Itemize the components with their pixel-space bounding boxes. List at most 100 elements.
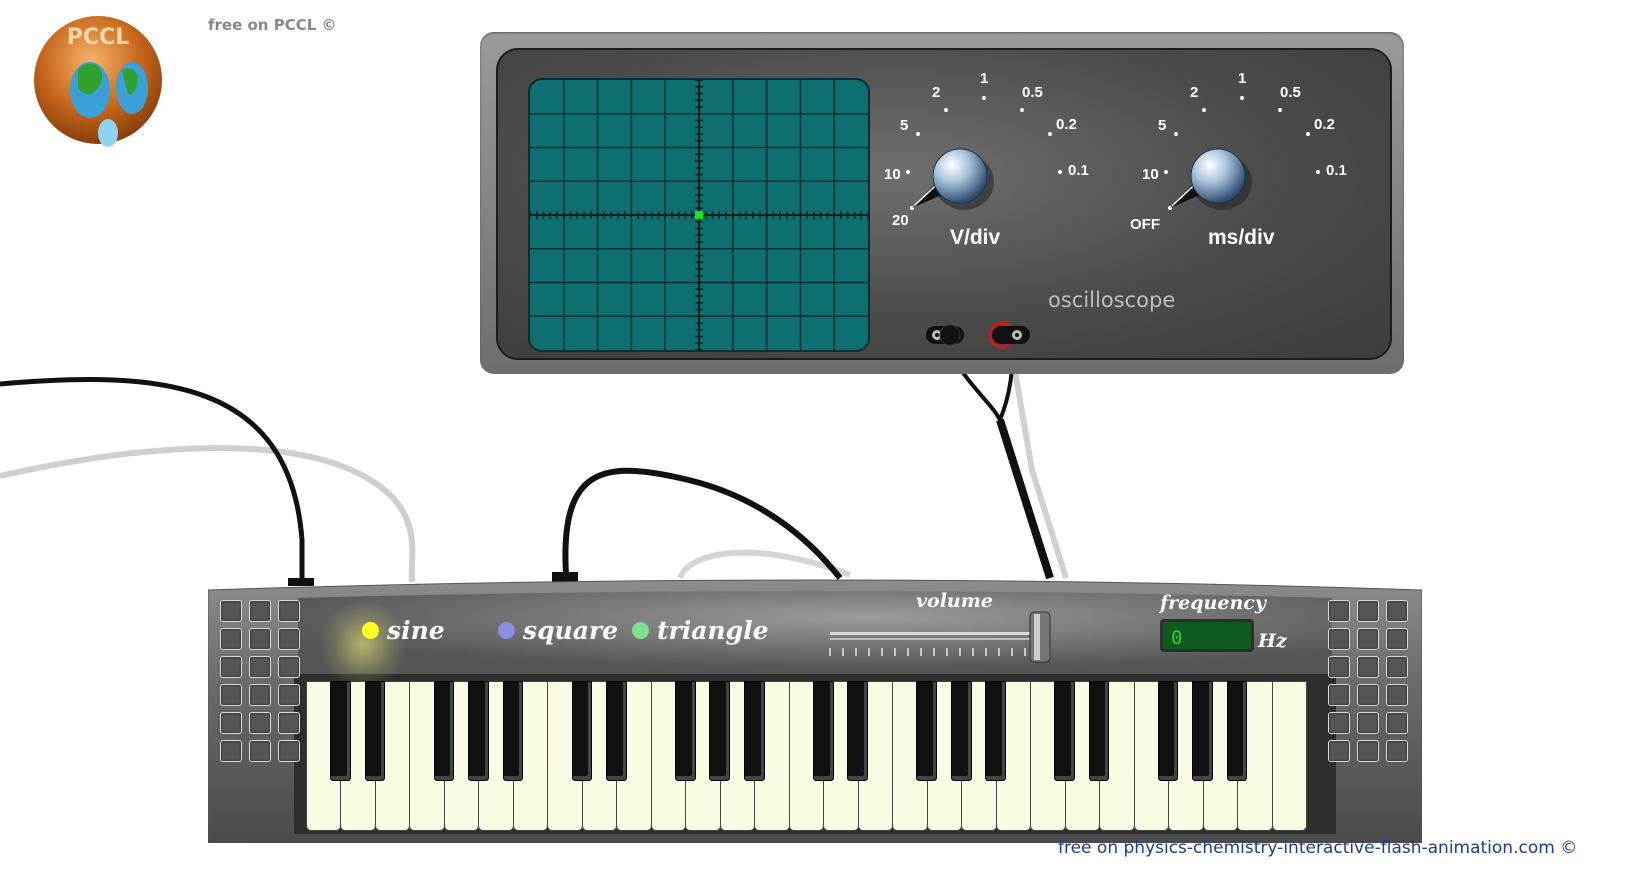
black-key[interactable] [847, 681, 869, 781]
right-pad-grid [1328, 600, 1408, 762]
pad [278, 740, 300, 762]
sine-indicator-icon [362, 622, 379, 639]
black-key[interactable] [606, 681, 627, 781]
vdiv-tick [1058, 170, 1062, 174]
pad [278, 656, 300, 678]
pad [249, 600, 271, 622]
black-key[interactable] [1157, 681, 1179, 781]
black-key[interactable] [433, 681, 455, 781]
pad [220, 600, 242, 622]
pad [1386, 656, 1408, 678]
sine-button[interactable]: sine [362, 616, 445, 645]
pad [220, 628, 242, 650]
black-key[interactable] [950, 681, 972, 781]
frequency-display: 0 [1160, 619, 1254, 652]
black-key[interactable] [709, 681, 731, 781]
pad [249, 712, 271, 734]
pad [1357, 656, 1379, 678]
msdiv-scale-1: 1 [1238, 70, 1247, 87]
vdiv-knob[interactable] [912, 138, 1012, 218]
black-key[interactable] [1054, 681, 1075, 781]
pad [1328, 684, 1350, 706]
msdiv-scale-2: 2 [1190, 84, 1199, 101]
globe-logo-icon: PCCL [34, 16, 162, 147]
pad [1357, 628, 1379, 650]
black-key[interactable] [1088, 681, 1110, 781]
msdiv-tick [1240, 96, 1244, 100]
vdiv-tick [944, 108, 948, 112]
volume-thumb[interactable] [1029, 611, 1051, 663]
pad [1357, 712, 1379, 734]
black-key[interactable] [1226, 681, 1248, 781]
black-key[interactable] [1192, 681, 1213, 781]
pad [1386, 712, 1408, 734]
pad [1386, 600, 1408, 622]
pad [1328, 656, 1350, 678]
pad [278, 684, 300, 706]
black-jack-icon[interactable] [924, 320, 966, 350]
frequency-label: frequency [1160, 592, 1266, 614]
black-key[interactable] [985, 681, 1006, 781]
frequency-unit-label: Hz [1258, 630, 1287, 652]
pad [1328, 740, 1350, 762]
trace-dot [695, 211, 703, 219]
pad [220, 740, 242, 762]
piano-keys [306, 681, 1307, 833]
vdiv-scale-5: 5 [900, 117, 909, 134]
sine-glow [318, 600, 408, 690]
black-key[interactable] [364, 681, 386, 781]
square-button[interactable]: square [498, 616, 618, 645]
black-key[interactable] [571, 681, 593, 781]
vdiv-scale-10: 10 [884, 166, 901, 183]
black-key[interactable] [743, 681, 765, 781]
msdiv-tick [1202, 108, 1206, 112]
pad [1386, 628, 1408, 650]
square-indicator-icon [498, 622, 515, 639]
pad [1386, 684, 1408, 706]
black-key[interactable] [468, 681, 489, 781]
vdiv-scale-0-2: 0.2 [1056, 116, 1077, 133]
red-jack-icon[interactable] [988, 320, 1032, 350]
pad [1357, 684, 1379, 706]
oscilloscope-name: oscilloscope [1048, 288, 1176, 312]
oscilloscope-screen [528, 78, 870, 352]
msdiv-tick [1278, 108, 1282, 112]
pad [220, 656, 242, 678]
vdiv-scale-1: 1 [980, 70, 989, 87]
vdiv-scale-2: 2 [932, 84, 941, 101]
vdiv-scale-0-1: 0.1 [1068, 162, 1089, 179]
black-key[interactable] [502, 681, 524, 781]
msdiv-scale-0-2: 0.2 [1314, 116, 1335, 133]
pad [220, 712, 242, 734]
msdiv-tick [1306, 132, 1310, 136]
vdiv-unit-label: V/div [950, 226, 1001, 249]
pad [220, 684, 242, 706]
msdiv-scale-10: 10 [1142, 166, 1159, 183]
volume-slider[interactable] [828, 610, 1068, 664]
black-key[interactable] [812, 681, 834, 781]
msdiv-scale-0-5: 0.5 [1280, 84, 1301, 101]
pad [1328, 628, 1350, 650]
pccl-credit-top: free on PCCL © [208, 16, 337, 34]
black-key[interactable] [916, 681, 938, 781]
black-key[interactable] [330, 681, 351, 781]
msdiv-scale-5: 5 [1158, 117, 1167, 134]
volume-label: volume [916, 590, 993, 612]
pad [1328, 712, 1350, 734]
white-key[interactable] [1271, 681, 1307, 831]
sine-label: sine [387, 616, 445, 645]
pad [249, 656, 271, 678]
vdiv-scale-0-5: 0.5 [1022, 84, 1043, 101]
msdiv-unit-label: ms/div [1208, 226, 1275, 249]
vdiv-scale-20: 20 [892, 212, 909, 229]
triangle-button[interactable]: triangle [632, 616, 768, 645]
pad [249, 628, 271, 650]
pad [249, 740, 271, 762]
msdiv-knob[interactable] [1170, 138, 1270, 218]
msdiv-tick [1316, 170, 1320, 174]
pad [1386, 740, 1408, 762]
oscilloscope: 20 10 5 2 1 0.5 0.2 0.1 V [480, 32, 1404, 374]
pad [1357, 600, 1379, 622]
left-pad-grid [220, 600, 300, 762]
black-key[interactable] [674, 681, 696, 781]
